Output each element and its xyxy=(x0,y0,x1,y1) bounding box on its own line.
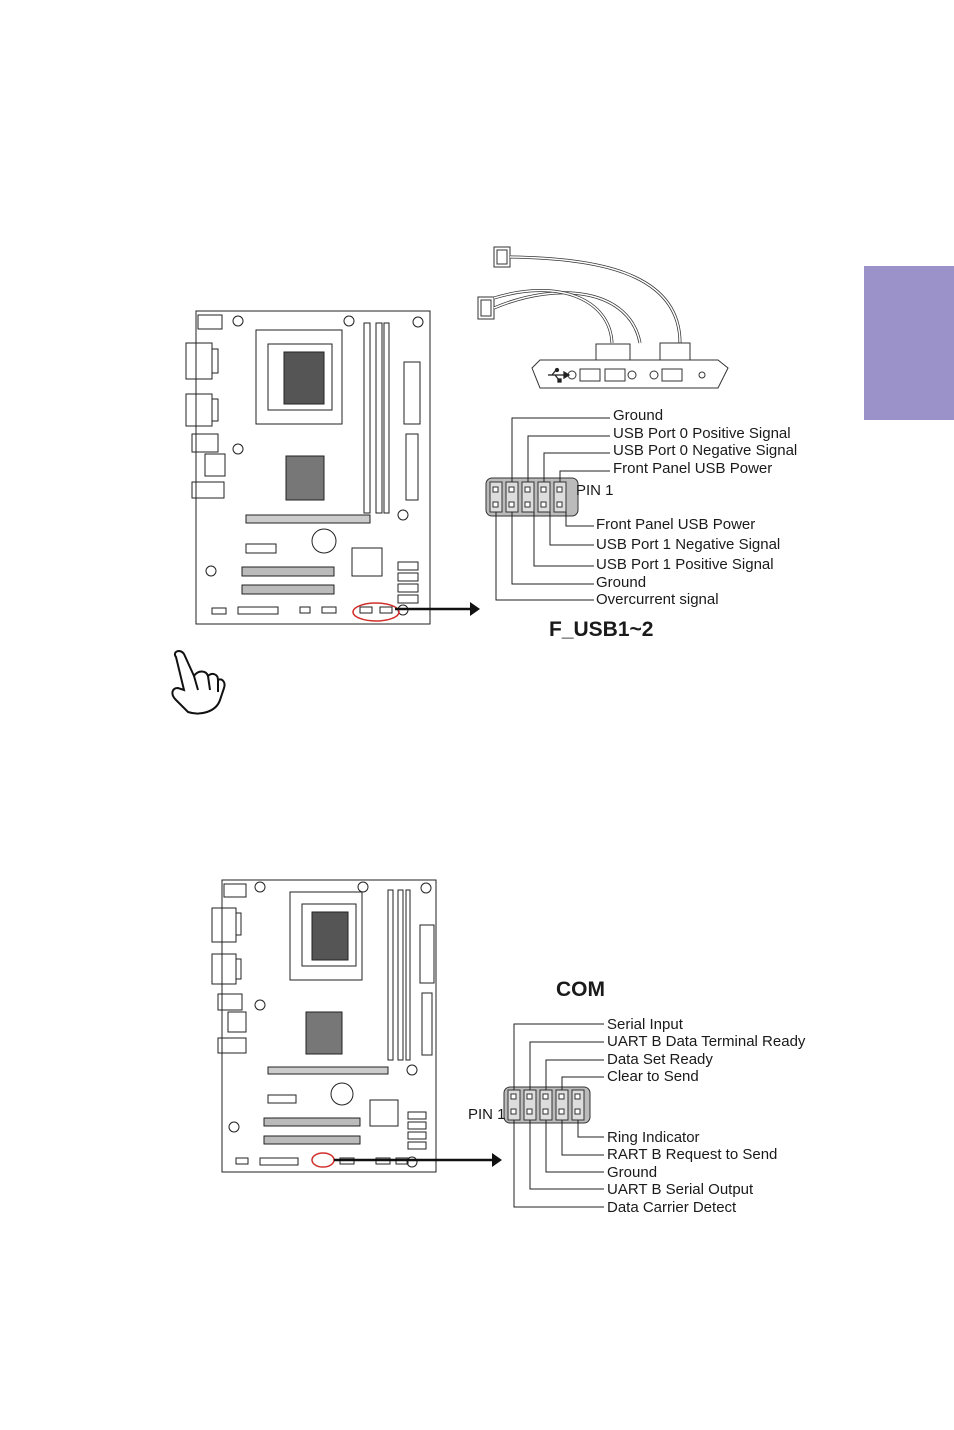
com-label-serial-output: UART B Serial Output xyxy=(607,1181,754,1198)
usb-label-port1-positive: USB Port 1 Positive Signal xyxy=(596,556,774,573)
usb-pin1-label: PIN 1 xyxy=(576,482,614,499)
chapter-side-tab xyxy=(864,266,954,420)
com-header-title: COM xyxy=(556,978,605,1001)
com-label-ground: Ground xyxy=(607,1164,658,1181)
com-label-serial-input: Serial Input xyxy=(607,1016,683,1033)
usb-label-port0-positive: USB Port 0 Positive Signal xyxy=(613,425,791,442)
motherboard-illustration-1 xyxy=(185,310,431,625)
usb-header-title: F_USB1~2 xyxy=(549,618,654,641)
usb-label-ground-top: Ground xyxy=(613,407,664,424)
usb-icon xyxy=(548,367,571,383)
usb-label-overcurrent: Overcurrent signal xyxy=(596,591,719,608)
usb-pin-header xyxy=(485,477,579,517)
com-label-rts: RART B Request to Send xyxy=(607,1146,778,1163)
usb-leader-lines xyxy=(495,417,610,601)
com-label-ring: Ring Indicator xyxy=(607,1129,700,1146)
com-pin1-label: PIN 1 xyxy=(468,1106,506,1123)
usb-label-power-top: Front Panel USB Power xyxy=(613,460,773,477)
com-label-cts: Clear to Send xyxy=(607,1068,699,1085)
com-pin-header xyxy=(503,1086,591,1124)
com-label-dcd: Data Carrier Detect xyxy=(607,1199,737,1216)
usb-bracket-illustration xyxy=(477,246,729,389)
usb-label-port1-negative: USB Port 1 Negative Signal xyxy=(596,536,781,553)
usb-label-port0-negative: USB Port 0 Negative Signal xyxy=(613,442,798,459)
com-leader-lines xyxy=(513,1023,604,1208)
usb-label-ground-bottom: Ground xyxy=(596,574,647,591)
usb-label-power-bottom: Front Panel USB Power xyxy=(596,516,756,533)
usb-header-highlight xyxy=(352,602,400,622)
com-label-dsr: Data Set Ready xyxy=(607,1051,713,1068)
com-label-dtr: UART B Data Terminal Ready xyxy=(607,1033,806,1050)
hand-pointing-icon xyxy=(171,650,226,715)
motherboard-illustration-2 xyxy=(211,879,437,1173)
